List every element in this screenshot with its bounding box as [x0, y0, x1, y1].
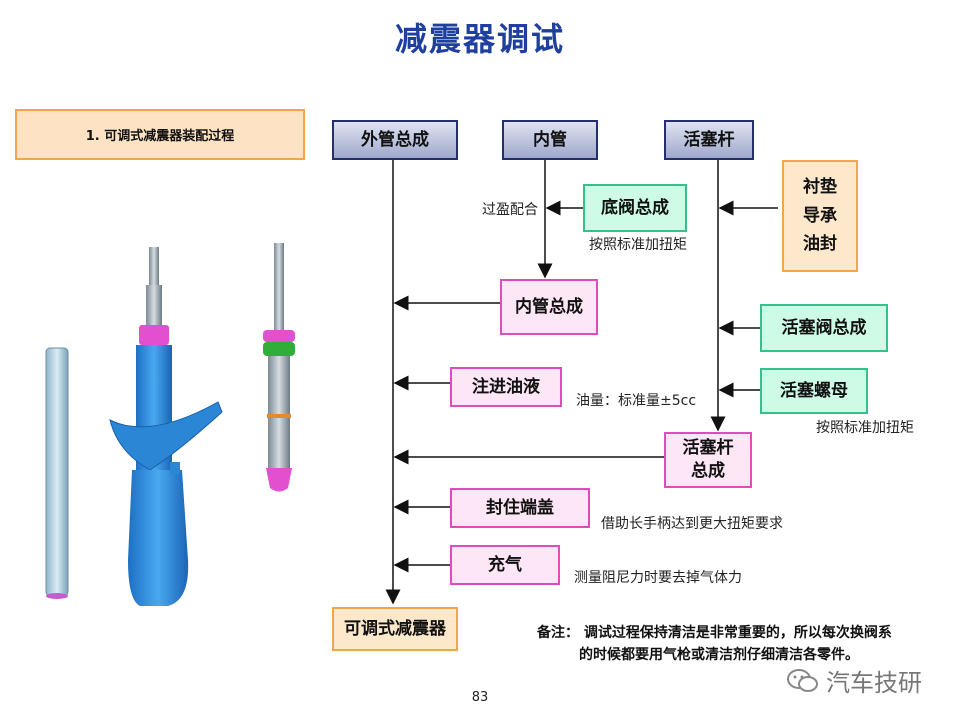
piston-rod-illustration	[263, 243, 295, 492]
piston-valve-assembly-box: 活塞阀总成	[760, 304, 888, 352]
remark-line1: 备注： 调试过程保持清洁是非常重要的，所以每次换阀系	[537, 625, 892, 641]
charge-gas-box: 充气	[450, 545, 560, 585]
page-number: 83	[471, 690, 489, 705]
piston-rod-assembly-line1: 活塞杆	[682, 438, 734, 459]
interference-fit-note: 过盈配合	[482, 202, 538, 218]
liner-label: 衬垫	[803, 176, 837, 197]
watermark: 汽车技研	[786, 663, 922, 698]
liner-guide-seal-box: 衬垫 导承 油封	[782, 160, 858, 272]
watermark-text: 汽车技研	[826, 669, 922, 697]
inner-tube-assembly-box: 内管总成	[500, 279, 598, 335]
bottom-valve-assembly-box: 底阀总成	[583, 184, 687, 232]
shock-absorber-illustration	[109, 247, 223, 606]
guide-label: 导承	[803, 205, 837, 226]
seal-end-cap-box: 封住端盖	[450, 488, 590, 528]
outer-tube-illustration	[45, 347, 69, 599]
piston-rod-assembly-box: 活塞杆 总成	[664, 432, 752, 488]
torque-note-2: 按照标准加扭矩	[816, 420, 914, 436]
step-label-box: 1. 可调式减震器装配过程	[15, 109, 305, 160]
fill-oil-box: 注进油液	[450, 367, 562, 407]
long-handle-note: 借助长手柄达到更大扭矩要求	[601, 516, 783, 532]
piston-rod-assembly-line2: 总成	[691, 461, 725, 481]
piston-rod-box: 活塞杆	[664, 120, 754, 160]
remark-line2: 的时候都要用气枪或清洁剂仔细清洁各零件。	[579, 647, 859, 663]
page-title: 减震器调试	[394, 20, 565, 58]
wechat-icon	[787, 668, 818, 692]
measure-damping-note: 测量阻尼力时要去掉气体力	[574, 570, 742, 586]
adjustable-shock-absorber-box: 可调式减震器	[332, 607, 458, 651]
oil-seal-label: 油封	[803, 234, 837, 255]
oil-amount-note: 油量：标准量±5cc	[576, 393, 697, 409]
piston-nut-box: 活塞螺母	[760, 368, 868, 414]
inner-tube-box: 内管	[502, 120, 598, 160]
remark-text: 备注： 调试过程保持清洁是非常重要的，所以每次换阀系 的时候都要用气枪或清洁剂仔…	[537, 622, 892, 666]
outer-tube-assembly-box: 外管总成	[332, 120, 458, 160]
torque-note-1: 按照标准加扭矩	[589, 237, 687, 253]
